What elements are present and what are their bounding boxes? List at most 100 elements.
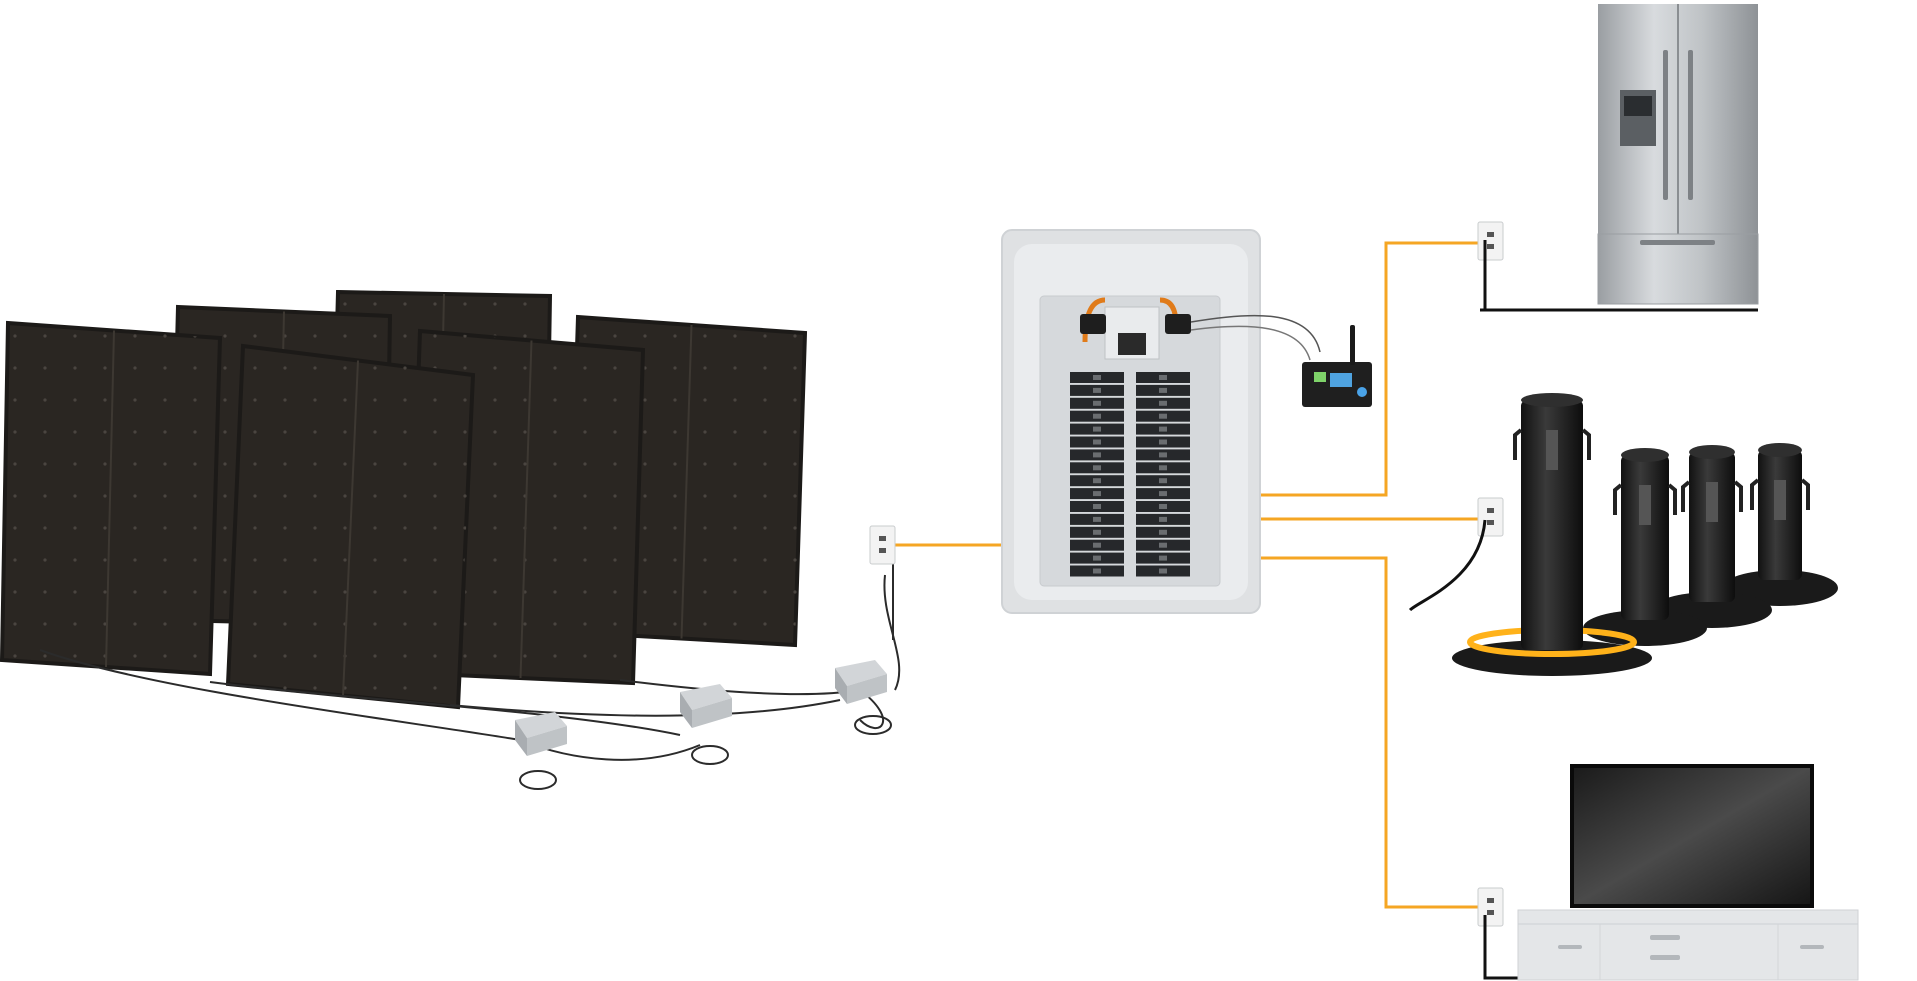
- panel-cable: [449, 699, 841, 717]
- battery-label: [1706, 482, 1718, 522]
- outlet-socket: [1487, 232, 1494, 237]
- breaker-toggle: [1159, 555, 1167, 561]
- panel-cable: [39, 649, 521, 741]
- outlet-socket: [1487, 520, 1494, 525]
- breaker-toggle: [1159, 387, 1167, 393]
- breaker-toggle: [1093, 413, 1101, 419]
- breaker-toggle: [1093, 555, 1101, 561]
- breaker-toggle: [1093, 529, 1101, 535]
- battery-label: [1639, 485, 1651, 525]
- microinverter-side: [680, 692, 692, 728]
- panel-divider: [680, 324, 693, 639]
- breaker-toggle: [1159, 529, 1167, 535]
- panel-divider: [342, 360, 359, 696]
- battery-top: [1689, 445, 1735, 459]
- panel-cable: [859, 689, 884, 730]
- breaker-toggle: [1159, 478, 1167, 484]
- breaker-toggle: [1159, 452, 1167, 458]
- breaker-toggle: [1159, 400, 1167, 406]
- television-icon: [1570, 764, 1814, 918]
- breaker-panel-icon: [1001, 229, 1261, 614]
- outlet-socket: [879, 536, 886, 541]
- breaker-toggle: [1159, 491, 1167, 497]
- cable-loop: [854, 715, 892, 735]
- breaker-toggle: [1093, 375, 1101, 380]
- breaker-toggle: [1093, 516, 1101, 522]
- monitoring-gateway-icon: [1302, 325, 1372, 407]
- breaker-toggle: [1159, 426, 1167, 432]
- battery-tower-icon: [1689, 452, 1735, 602]
- battery-label: [1774, 480, 1786, 520]
- panel-cable: [619, 679, 861, 696]
- battery-top: [1621, 448, 1669, 462]
- battery-top: [1758, 443, 1802, 457]
- breaker-toggle: [1093, 400, 1101, 406]
- microinverter-side: [835, 668, 847, 704]
- panel-divider: [519, 340, 533, 679]
- microinverter-front: [692, 698, 732, 728]
- breaker-rows: [1070, 372, 1190, 577]
- breaker-toggle: [1093, 387, 1101, 393]
- solar-panel-array: [0, 289, 808, 710]
- battery-handle: [1681, 480, 1691, 512]
- orange-wire: [1195, 241, 1478, 497]
- breaker-toggle: [1093, 478, 1101, 484]
- battery-handle: [1513, 428, 1523, 460]
- battery-tower-icon: [1621, 455, 1669, 620]
- battery-top: [1521, 393, 1583, 407]
- outlet-socket: [1487, 244, 1494, 249]
- panel-divider: [105, 330, 115, 668]
- wall-outlet-icon: [1477, 497, 1504, 537]
- refrigerator-icon: [1480, 4, 1759, 312]
- outlet-socket: [1487, 508, 1494, 513]
- panel-cable: [883, 574, 901, 691]
- outlet-socket: [1487, 898, 1494, 903]
- outlet-socket: [879, 548, 886, 553]
- orange-wire: [1195, 556, 1478, 909]
- breaker-toggle: [1093, 452, 1101, 458]
- breaker-toggle: [1093, 568, 1101, 574]
- battery-handle: [1750, 478, 1760, 510]
- breaker-toggle: [1159, 439, 1167, 445]
- breaker-toggle: [1159, 375, 1167, 380]
- microinverter-front: [527, 726, 567, 756]
- breaker-toggle: [1159, 568, 1167, 574]
- battery-tower-icon: [1521, 400, 1583, 650]
- tv-stand-icon: [1517, 909, 1859, 981]
- breaker-toggle: [1159, 516, 1167, 522]
- battery-handle: [1733, 480, 1743, 512]
- battery-handle: [1613, 483, 1623, 515]
- tv-cord: [1483, 915, 1530, 980]
- panel-cables: [39, 545, 901, 790]
- battery-cord: [1408, 519, 1487, 612]
- breaker-toggle: [1093, 465, 1101, 471]
- battery-handle: [1667, 483, 1677, 515]
- breaker-toggle: [1159, 465, 1167, 471]
- microinverter-group: [515, 660, 887, 756]
- microinverter-side: [515, 720, 527, 756]
- breaker-toggle: [1159, 413, 1167, 419]
- battery-tower-group: [1452, 393, 1838, 676]
- microinverter-front: [847, 674, 887, 704]
- breaker-toggle: [1159, 542, 1167, 548]
- breaker-toggle: [1093, 491, 1101, 497]
- cable-loop: [691, 745, 729, 765]
- battery-label: [1546, 430, 1558, 470]
- battery-handle: [1581, 428, 1591, 460]
- cable-loop: [519, 770, 557, 790]
- battery-handle: [1800, 478, 1810, 510]
- breaker-toggle: [1093, 542, 1101, 548]
- outlet-group: [869, 221, 1530, 980]
- microinverter-icon: [680, 684, 732, 710]
- breaker-toggle: [1093, 426, 1101, 432]
- outlet-socket: [1487, 910, 1494, 915]
- microinverter-icon: [835, 660, 887, 686]
- breaker-toggle: [1093, 504, 1101, 509]
- breaker-toggle: [1159, 504, 1167, 509]
- wall-outlet-icon: [869, 525, 896, 565]
- microinverter-icon: [515, 712, 567, 738]
- wall-outlet-icon: [1477, 221, 1504, 261]
- breaker-toggle: [1093, 439, 1101, 445]
- wall-outlet-icon: [1477, 887, 1504, 927]
